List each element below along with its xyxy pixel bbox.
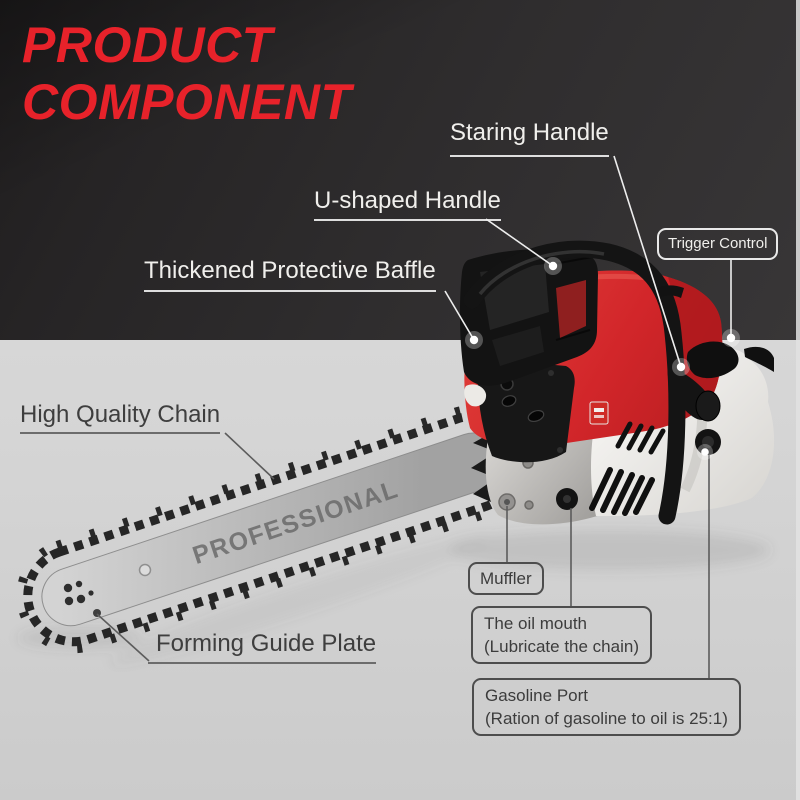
label-oil-mouth: The oil mouth (Lubricate the chain) [471, 606, 652, 664]
right-edge-strip-bottom [796, 340, 800, 800]
trigger-assembly [464, 285, 774, 422]
label-u-shaped-handle: U-shaped Handle [314, 186, 501, 221]
label-gasoline-port: Gasoline Port (Ration of gasoline to oil… [472, 678, 741, 736]
chain-cutters [16, 404, 530, 654]
label-high-quality-chain: High Quality Chain [20, 400, 221, 434]
chain-line [224, 432, 275, 480]
title-line-2: COMPONENT [22, 74, 352, 130]
oil-cap [556, 488, 578, 510]
callout-lines-dark [96, 432, 710, 679]
starter-grip [654, 285, 684, 299]
chain-links [23, 411, 523, 647]
label-thickened-protective-baffle: Thickened Protective Baffle [144, 256, 436, 292]
front-bracket [464, 384, 487, 407]
gasoline-port-line-2: (Ration of gasoline to oil is 25:1) [485, 709, 728, 728]
oil-mouth-line-2: (Lubricate the chain) [484, 637, 639, 656]
label-muffler: Muffler [468, 562, 544, 595]
gasoline-port-line-1: Gasoline Port [485, 686, 588, 705]
gasoline-port-part [695, 429, 721, 455]
label-staring-handle: Staring Handle [450, 118, 609, 157]
sparkle-dots [465, 257, 740, 460]
staring-handle-line [613, 155, 682, 368]
oil-mouth-line-1: The oil mouth [484, 614, 587, 633]
cooling-vents [589, 421, 666, 516]
label-forming-guide-plate: Forming Guide Plate [148, 629, 377, 664]
guide-plate-line [96, 613, 150, 662]
baffle-line [444, 290, 475, 341]
bar-nose-rivets [63, 563, 152, 617]
u-shaped-handle-part [463, 240, 686, 525]
brand-sticker [589, 401, 609, 425]
page-title: PRODUCT COMPONENT [22, 17, 352, 131]
callout-lines-light [444, 155, 732, 368]
title-line-1: PRODUCT [22, 17, 273, 73]
dark-header-panel [0, 0, 800, 340]
guide-bar-group: PROFESSIONAL [16, 404, 530, 654]
label-trigger-control: Trigger Control [657, 228, 779, 260]
u-shaped-handle-line [485, 218, 554, 267]
right-edge-strip-top [796, 0, 800, 340]
